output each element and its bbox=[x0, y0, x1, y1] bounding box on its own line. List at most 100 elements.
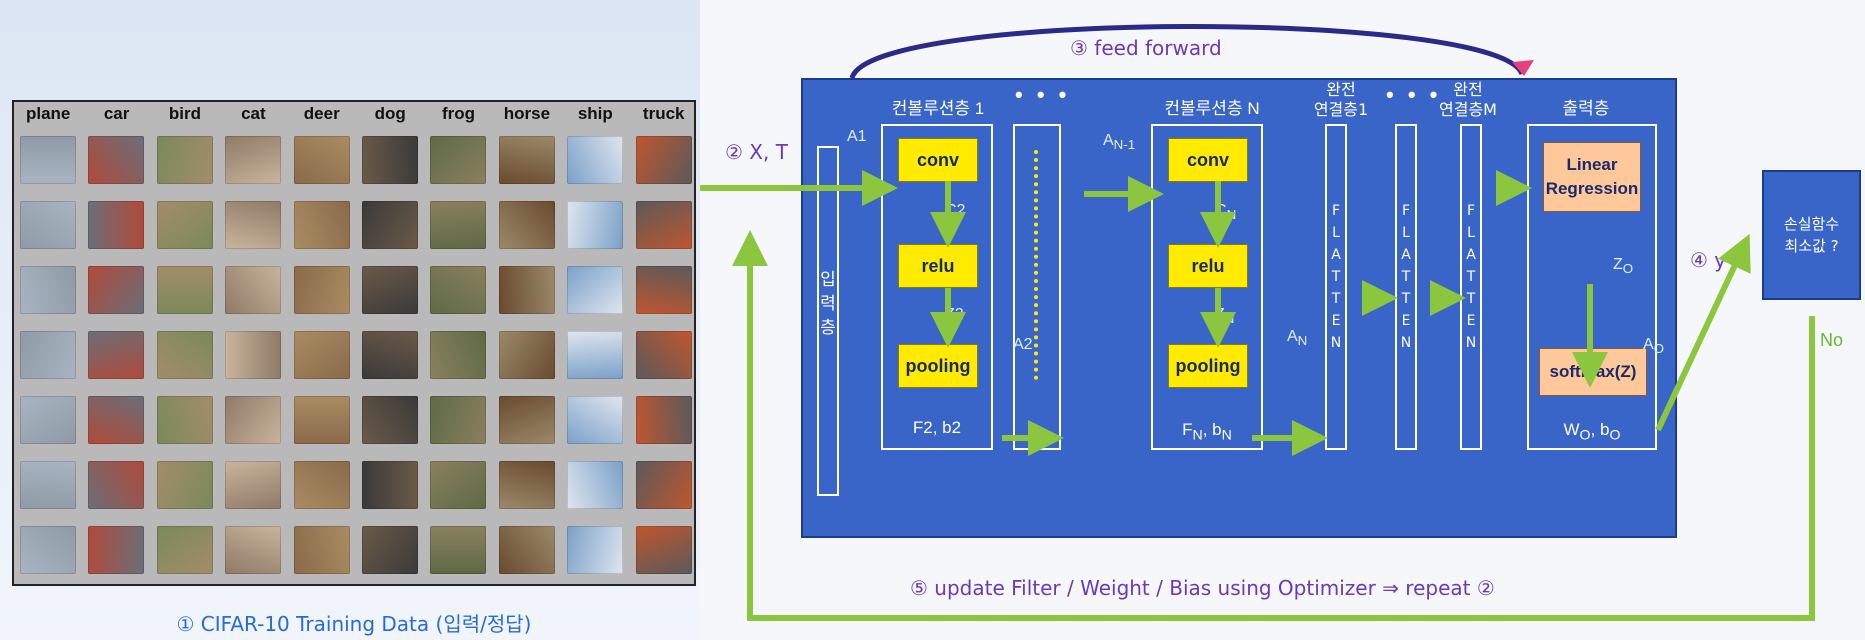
cifar-thumbnail bbox=[88, 201, 145, 249]
cifar-thumbnail bbox=[88, 266, 145, 314]
cn-sub: N bbox=[1226, 207, 1237, 223]
cifar-thumbnail bbox=[635, 461, 692, 509]
conv1-relu-box: relu bbox=[898, 244, 978, 288]
bn-letter: , b bbox=[1202, 420, 1222, 439]
label-c2: C2 bbox=[945, 202, 966, 219]
convN-conv-box: conv bbox=[1168, 138, 1248, 182]
cifar-thumbnail bbox=[225, 201, 282, 249]
cifar-thumbnail bbox=[567, 396, 624, 444]
class-label: deer bbox=[303, 104, 340, 123]
cifar-thumbnail bbox=[430, 396, 487, 444]
cifar-thumbnail bbox=[567, 266, 624, 314]
cifar-thumbnail bbox=[156, 266, 213, 314]
cifar-thumbnail bbox=[498, 396, 555, 444]
zn-letter: Z bbox=[1215, 306, 1225, 323]
label-ao: AO bbox=[1643, 336, 1664, 356]
an-letter: A bbox=[1287, 328, 1298, 345]
cifar-thumbnail bbox=[20, 331, 76, 379]
conv1-pooling-box: pooling bbox=[898, 344, 978, 388]
convN-title: 컨볼루션층 N bbox=[1164, 99, 1260, 118]
cifar-thumbnail bbox=[20, 266, 76, 314]
cifar-thumbnail bbox=[430, 461, 487, 509]
cifar-thumbnail bbox=[20, 461, 76, 509]
cifar-thumbnail bbox=[156, 396, 213, 444]
cifar-thumbnail bbox=[293, 201, 350, 249]
cifar-thumbnail bbox=[88, 461, 145, 509]
step-input: ② X, T bbox=[725, 140, 788, 164]
wo-sub: O bbox=[1579, 427, 1591, 444]
cifar-thumbnail bbox=[20, 136, 76, 184]
cifar-thumbnail bbox=[567, 201, 624, 249]
cifar-thumbnail bbox=[156, 526, 213, 574]
cifar-thumbnail bbox=[88, 396, 145, 444]
label-an1: AN-1 bbox=[1103, 132, 1135, 152]
class-label: car bbox=[103, 104, 130, 123]
label-zn: ZN bbox=[1215, 306, 1234, 326]
fn-letter: F bbox=[1182, 420, 1193, 439]
cifar-thumbnail bbox=[156, 201, 213, 249]
cifar-thumbnail bbox=[498, 331, 555, 379]
step-output-y: ④ y bbox=[1690, 248, 1727, 272]
cifar-thumbnail bbox=[498, 136, 555, 184]
class-label: plane bbox=[25, 104, 71, 123]
convN-relu-box: relu bbox=[1168, 244, 1248, 288]
cifar-thumbnail bbox=[635, 526, 692, 574]
cifar-thumbnail bbox=[430, 526, 487, 574]
convN-params: FN, bN bbox=[1167, 420, 1247, 443]
cifar-thumbnail bbox=[362, 136, 418, 184]
cifar-thumbnail bbox=[635, 331, 692, 379]
class-label: cat bbox=[241, 104, 266, 123]
zo-sub: O bbox=[1622, 261, 1634, 277]
no-label: No bbox=[1820, 330, 1844, 350]
cifar-thumbnail bbox=[293, 461, 350, 509]
cifar-thumbnail bbox=[430, 136, 487, 184]
cifar-thumbnail bbox=[20, 396, 76, 444]
cifar-thumbnail bbox=[498, 201, 555, 249]
bo-letter: , b bbox=[1590, 420, 1610, 439]
label-zo: ZO bbox=[1613, 256, 1633, 276]
cifar-thumbnail bbox=[635, 201, 692, 249]
label-cn: CN bbox=[1215, 202, 1236, 222]
cifar-thumbnail bbox=[498, 526, 555, 574]
cifar-thumbnail bbox=[20, 526, 76, 574]
step-feed-forward: ③ feed forward bbox=[1070, 36, 1222, 60]
cifar-thumbnail bbox=[225, 526, 282, 574]
class-label: dog bbox=[374, 104, 406, 123]
cifar-thumbnail bbox=[430, 266, 487, 314]
cifar-thumbnail bbox=[635, 396, 692, 444]
class-label: frog bbox=[442, 104, 476, 123]
cifar-thumbnail bbox=[225, 136, 282, 184]
cifar-thumbnail bbox=[156, 461, 213, 509]
cifar-thumbnail bbox=[293, 136, 350, 184]
fn-sub: N bbox=[1192, 427, 1203, 444]
cifar-thumbnail bbox=[430, 331, 487, 379]
class-label: horse bbox=[503, 104, 551, 123]
cifar-thumbnail bbox=[498, 461, 555, 509]
cifar-thumbnail bbox=[225, 331, 282, 379]
ao-sub: O bbox=[1653, 341, 1665, 357]
zn-sub: N bbox=[1224, 311, 1235, 327]
an1-letter: A bbox=[1103, 132, 1114, 149]
class-label: ship bbox=[577, 104, 613, 123]
cifar-thumbnail bbox=[498, 266, 555, 314]
cifar-thumbnail bbox=[293, 396, 350, 444]
softmax-box: softmax(Z) bbox=[1539, 348, 1647, 396]
cifar-thumbnail bbox=[567, 526, 624, 574]
bn-sub: N bbox=[1221, 427, 1232, 444]
cn-letter: C bbox=[1215, 202, 1227, 219]
cifar-thumbnail bbox=[156, 136, 213, 184]
cifar-thumbnail bbox=[293, 331, 350, 379]
zo-letter: Z bbox=[1613, 256, 1623, 273]
ellipsis-fc: • • • bbox=[1386, 82, 1442, 107]
conv1-title: 컨볼루션층 1 bbox=[891, 99, 985, 118]
label-a2: A2 bbox=[1013, 336, 1033, 353]
ao-letter: A bbox=[1643, 336, 1654, 353]
